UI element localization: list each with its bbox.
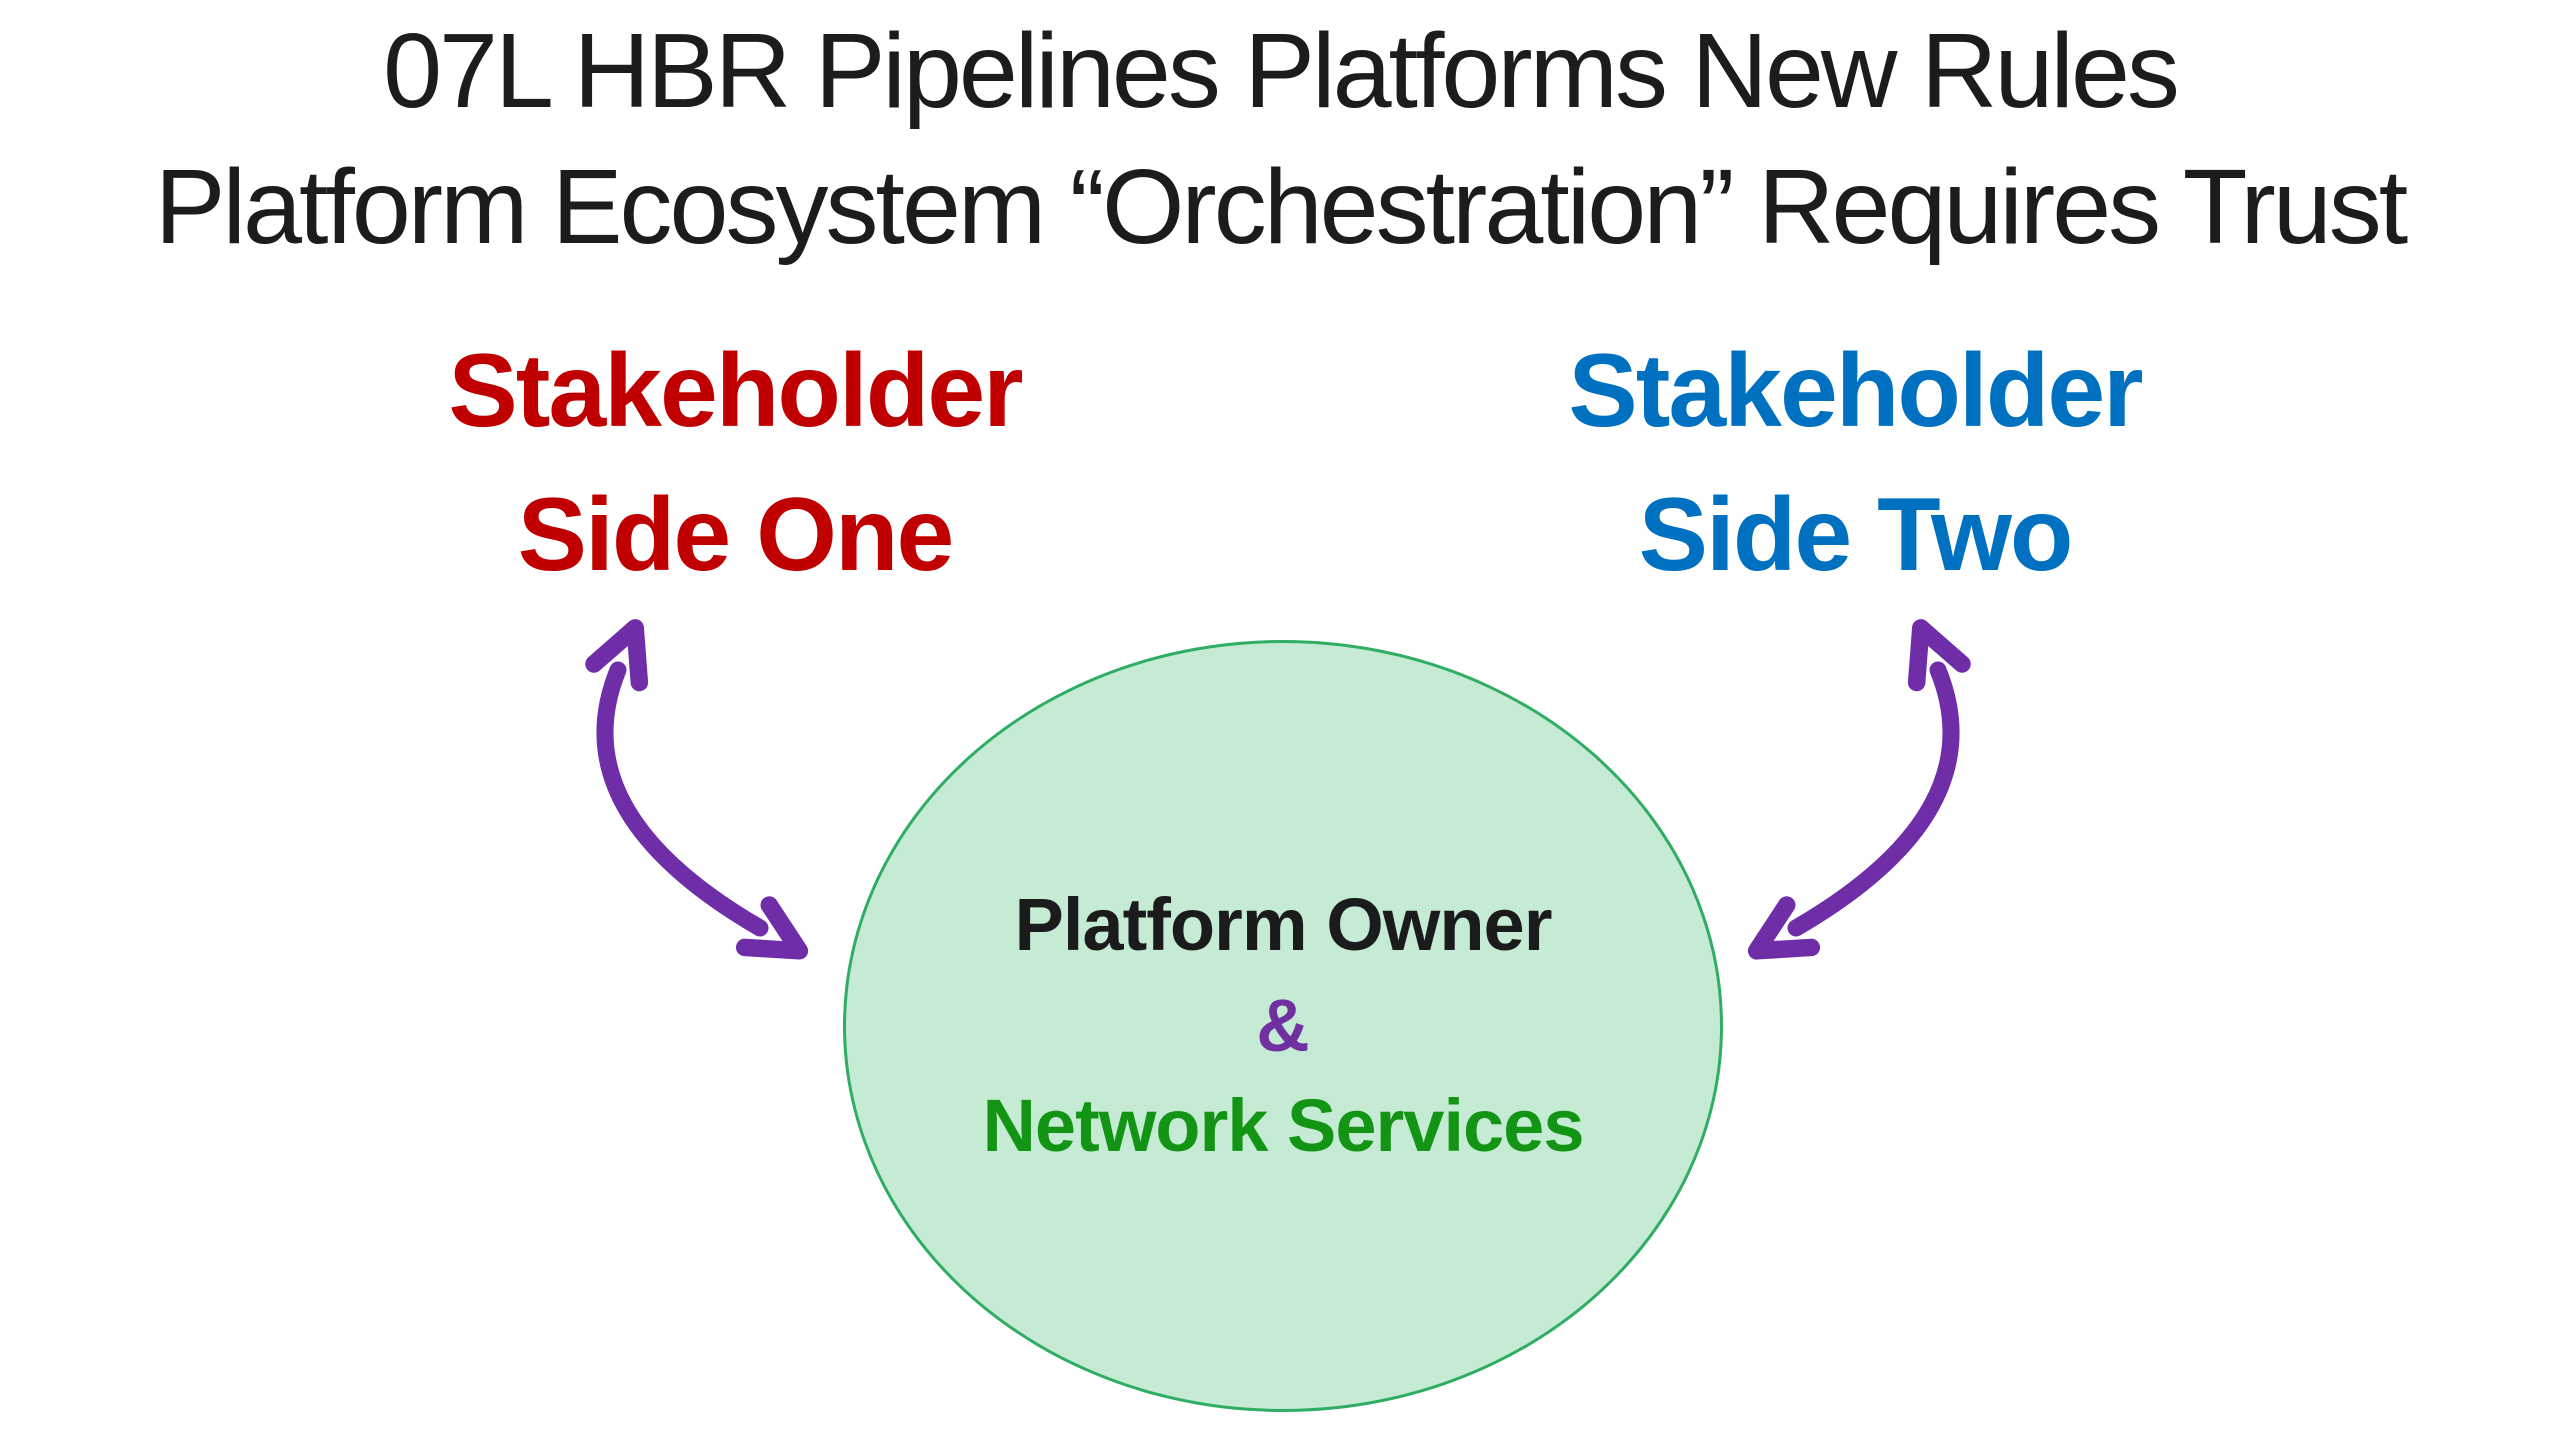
stakeholder-side-one-line-2: Side One [517, 476, 955, 593]
left-arrow-shaft [585, 619, 809, 960]
slide-title: 07L HBR Pipelines Platforms New Rules Pl… [0, 4, 2560, 275]
stakeholder-side-one-line-1: Stakeholder [448, 333, 1023, 449]
stakeholder-side-two-line-2: Side Two [1638, 476, 2074, 593]
platform-owner-text: Platform Owner [1014, 882, 1553, 966]
slide-title-line-1: 07L HBR Pipelines Platforms New Rules [383, 12, 2180, 130]
right-curved-double-arrow-icon [1747, 619, 1971, 960]
ampersand-text: & [1256, 983, 1310, 1067]
platform-ellipse: Platform Owner & Network Services [843, 640, 1723, 1412]
network-services-text: Network Services [982, 1084, 1584, 1168]
stakeholder-side-one-label: Stakeholder Side One [355, 320, 1115, 607]
left-curved-double-arrow-icon [585, 619, 809, 960]
right-arrow-shaft [1747, 619, 1971, 960]
stakeholder-side-two-line-1: Stakeholder [1568, 333, 2143, 449]
slide-title-line-2: Platform Ecosystem “Orchestration” Requi… [154, 147, 2408, 266]
stakeholder-side-two-label: Stakeholder Side Two [1475, 320, 2235, 607]
